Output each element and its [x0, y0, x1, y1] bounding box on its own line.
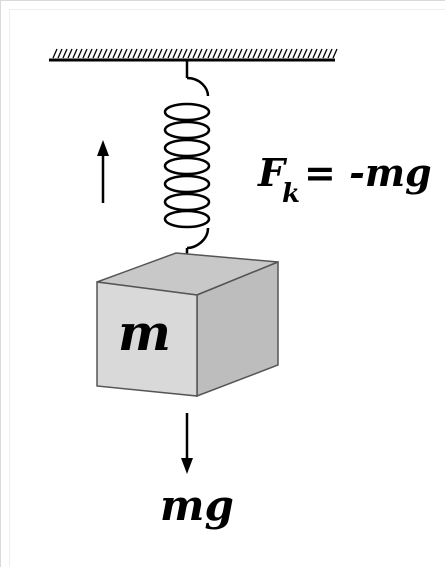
hatch-mark — [82, 48, 88, 59]
hatch-mark — [152, 48, 158, 59]
hatch-mark — [222, 48, 228, 59]
hatch-mark — [172, 48, 178, 59]
hatch-mark — [162, 48, 168, 59]
spring-coil — [163, 138, 211, 158]
hatch-mark — [272, 48, 278, 59]
hatch-mark — [287, 48, 293, 59]
hatch-mark — [267, 48, 273, 59]
up-arrow — [97, 140, 109, 203]
figure-inner-edge — [9, 9, 445, 567]
ceiling-hatching — [52, 48, 338, 59]
spring-coils — [163, 102, 211, 229]
hatch-mark — [137, 48, 143, 59]
hatch-mark — [217, 48, 223, 59]
hatch-mark — [317, 48, 323, 59]
spring-coil — [163, 174, 211, 194]
hatch-mark — [307, 48, 313, 59]
weight-label: mg — [160, 481, 234, 530]
spring-coil — [163, 156, 211, 176]
hatch-mark — [207, 48, 213, 59]
spring — [163, 60, 211, 272]
down-arrow — [181, 413, 193, 474]
hatch-mark — [112, 48, 118, 59]
block-front-face — [96, 281, 198, 397]
hatch-mark — [297, 48, 303, 59]
spring-coil — [163, 102, 211, 122]
hatch-mark — [237, 48, 243, 59]
hatch-mark — [87, 48, 93, 59]
hatch-mark — [182, 48, 188, 59]
hatch-mark — [187, 48, 193, 59]
hatch-mark — [282, 48, 288, 59]
spring-force-label: F k = -mg — [257, 150, 432, 209]
spring-bottom-hook — [186, 227, 210, 250]
hatch-mark — [72, 48, 78, 59]
hatch-mark — [132, 48, 138, 59]
force-label-rhs: = -mg — [304, 150, 432, 195]
hatch-mark — [57, 48, 63, 59]
hatch-mark — [262, 48, 268, 59]
hatch-mark — [212, 48, 218, 59]
hatch-mark — [197, 48, 203, 59]
hatch-mark — [122, 48, 128, 59]
hatch-mark — [167, 48, 173, 59]
hatch-mark — [232, 48, 238, 59]
spring-coil — [163, 120, 211, 140]
mass-block — [96, 252, 279, 398]
hatch-mark — [302, 48, 308, 59]
hatch-mark — [277, 48, 283, 59]
hatch-mark — [292, 48, 298, 59]
hatch-mark — [97, 48, 103, 59]
hatch-mark — [102, 48, 108, 59]
hatch-mark — [227, 48, 233, 59]
hatch-mark — [247, 48, 253, 59]
hatch-mark — [52, 48, 58, 59]
hatch-mark — [312, 48, 318, 59]
ceiling — [49, 48, 338, 62]
force-label-main: F — [257, 150, 288, 195]
hatch-mark — [202, 48, 208, 59]
force-label-subscript: k — [282, 179, 300, 209]
hatch-mark — [67, 48, 73, 59]
hatch-mark — [127, 48, 133, 59]
hatch-mark — [257, 48, 263, 59]
hatch-mark — [242, 48, 248, 59]
hatch-mark — [107, 48, 113, 59]
spring-coil — [163, 192, 211, 212]
hatch-mark — [142, 48, 148, 59]
hatch-mark — [157, 48, 163, 59]
hatch-mark — [177, 48, 183, 59]
hatch-mark — [147, 48, 153, 59]
hatch-mark — [92, 48, 98, 59]
hatch-mark — [62, 48, 68, 59]
hatch-mark — [327, 48, 333, 59]
hatch-mark — [77, 48, 83, 59]
hatch-mark — [252, 48, 258, 59]
mass-label: m — [118, 303, 171, 362]
spring-top-hook — [186, 76, 210, 97]
hatch-mark — [117, 48, 123, 59]
hatch-mark — [322, 48, 328, 59]
hatch-mark — [192, 48, 198, 59]
hatch-mark — [332, 48, 338, 59]
spring-coil — [163, 209, 211, 229]
